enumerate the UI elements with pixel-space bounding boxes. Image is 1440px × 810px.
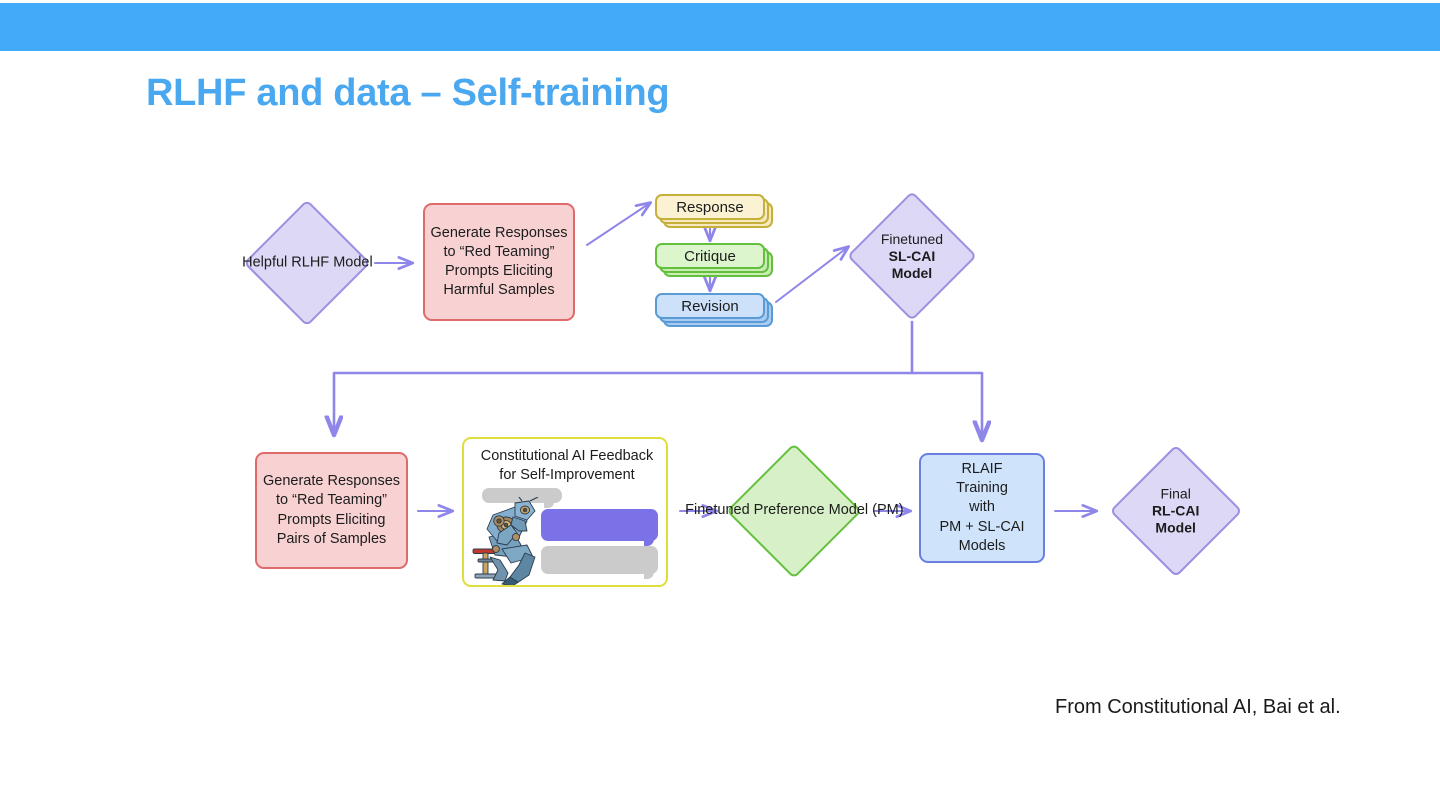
- node-revision-card[interactable]: Revision: [655, 293, 773, 327]
- response-card-label: Response: [655, 194, 765, 220]
- edge-slcai-to-rlaif: [910, 371, 982, 439]
- node-finetuned-preference-model-label: Finetuned Preference Model (PM): [684, 502, 904, 519]
- slide-header-bar: [0, 3, 1440, 51]
- node-generate-harmful-samples-label: Generate Responses to “Red Teaming” Prom…: [430, 224, 568, 299]
- chat-bubble-gray-short: [482, 488, 562, 508]
- node-finetuned-sl-cai-model-label: Finetuned SL-CAI Model: [881, 231, 943, 281]
- node-rlaif-training-label: RLAIF Training with PM + SL-CAI Models: [939, 461, 1025, 554]
- critique-card-label: Critique: [655, 243, 765, 269]
- node-final-rl-cai-model[interactable]: Final RL-CAI Model: [1109, 444, 1243, 578]
- rl-cai-line-3: Model: [1155, 519, 1197, 536]
- chat-bubble-gray-wide: [541, 546, 658, 579]
- source-attribution: From Constitutional AI, Bai et al.: [1055, 696, 1341, 718]
- node-constitutional-ai-feedback-card[interactable]: Constitutional AI Feedback for Self-Impr…: [462, 437, 668, 587]
- node-response-card[interactable]: Response: [655, 194, 773, 228]
- page-title: RLHF and data – Self-training: [146, 72, 670, 114]
- node-generate-harmful-samples[interactable]: Generate Responses to “Red Teaming” Prom…: [423, 203, 575, 321]
- node-rlaif-training[interactable]: RLAIF Training with PM + SL-CAI Models: [919, 453, 1045, 563]
- node-finetuned-preference-model[interactable]: Finetuned Preference Model (PM): [685, 443, 903, 579]
- node-finetuned-sl-cai-model[interactable]: Finetuned SL-CAI Model: [846, 190, 978, 322]
- edge-slcai-to-generate-pairs: [334, 320, 914, 434]
- sl-cai-line-2: SL-CAI: [888, 247, 936, 264]
- edge-revision-to-slcai: [775, 247, 848, 303]
- sl-cai-line-3: Model: [891, 264, 933, 281]
- thinker-robot-icon: [472, 497, 539, 585]
- node-critique-card[interactable]: Critique: [655, 243, 773, 277]
- node-generate-sample-pairs[interactable]: Generate Responses to “Red Teaming” Prom…: [255, 452, 408, 569]
- edge-generate-harmful-to-response: [586, 203, 650, 246]
- cai-feedback-card-title: Constitutional AI Feedback for Self-Impr…: [480, 448, 654, 484]
- node-helpful-rlhf-model-label: Helpful RLHF Model: [241, 254, 373, 271]
- node-final-rl-cai-model-label: Final RL-CAI Model: [1152, 486, 1199, 536]
- node-generate-sample-pairs-label: Generate Responses to “Red Teaming” Prom…: [262, 473, 401, 547]
- rl-cai-line-1: Final: [1160, 485, 1192, 502]
- chat-bubble-purple: [541, 509, 658, 546]
- revision-card-label: Revision: [655, 293, 765, 319]
- node-helpful-rlhf-model[interactable]: Helpful RLHF Model: [241, 199, 373, 327]
- rl-cai-line-2: RL-CAI: [1152, 502, 1200, 519]
- sl-cai-line-1: Finetuned: [880, 230, 944, 247]
